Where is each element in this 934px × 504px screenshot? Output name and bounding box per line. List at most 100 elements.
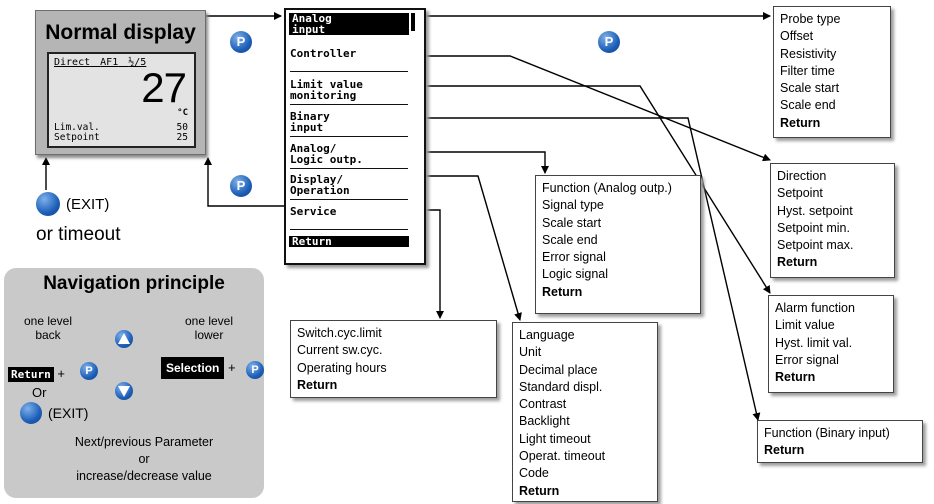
box-display-operation: Language Unit Decimal place Standard dis… (512, 322, 658, 502)
param-item[interactable]: Hyst. limit val. (775, 335, 853, 350)
nav-back-line2: back (35, 328, 61, 342)
param-item[interactable]: Setpoint max. (777, 238, 854, 253)
param-item[interactable]: Filter time (780, 63, 835, 78)
up-button-icon[interactable] (115, 330, 133, 348)
param-item[interactable]: Scale end (780, 98, 836, 113)
param-item[interactable]: Light timeout (519, 431, 591, 446)
param-item[interactable]: Error signal (542, 250, 606, 265)
nav-title: Navigation principle (43, 273, 225, 294)
nav-or: Or (32, 385, 47, 400)
menu-divider (290, 199, 408, 200)
normal-display-panel: Normal display Direct AF1 ½/5 27 °C Lim.… (35, 10, 206, 155)
param-item[interactable]: Function (Binary input) (764, 426, 890, 440)
nav-foot-line1: Next/previous Parameter (74, 435, 214, 449)
param-item[interactable]: Code (519, 466, 549, 481)
p-button-enter[interactable]: P (230, 31, 252, 53)
menu-item-binary-input[interactable]: Binary input (290, 110, 330, 134)
timeout-label: or timeout (36, 224, 121, 245)
screen-status-line: Direct AF1 ½/5 (54, 57, 146, 68)
param-item[interactable]: Scale start (542, 215, 602, 230)
param-item[interactable]: Alarm function (775, 301, 855, 315)
screen-sp-value: 25 (176, 132, 188, 143)
menu-scrollbar[interactable] (411, 13, 415, 31)
p-button-return[interactable]: P (230, 175, 252, 197)
screen-lim-label: Lim.val. (54, 122, 100, 133)
device-screen: Direct AF1 ½/5 27 °C Lim.val. 50 Setpoin… (47, 52, 196, 148)
box-limit-value: Alarm function Limit value Hyst. limit v… (768, 295, 894, 393)
param-item[interactable]: Standard displ. (519, 379, 603, 394)
menu-divider (290, 229, 408, 230)
down-button-icon[interactable] (115, 382, 133, 400)
param-item[interactable]: Decimal place (519, 362, 598, 377)
param-item[interactable]: Operat. timeout (519, 449, 606, 464)
screen-icon-text: ½/5 (128, 57, 147, 68)
selection-key[interactable]: Selection (161, 357, 225, 379)
nav-exit-label: (EXIT) (48, 405, 89, 421)
normal-display-title: Normal display (45, 21, 196, 44)
param-item[interactable]: Switch.cyc.limit (297, 326, 382, 340)
param-item[interactable]: Function (Analog outp.) (542, 181, 672, 195)
param-item[interactable]: Resistivity (780, 46, 837, 61)
nav-foot-line3: increase/decrease value (76, 469, 212, 483)
menu-item-controller[interactable]: Controller (290, 47, 357, 60)
param-item[interactable]: Hyst. setpoint (777, 203, 853, 218)
param-item[interactable]: Logic signal (542, 267, 609, 282)
param-item[interactable]: Error signal (775, 352, 839, 367)
box-analog-output: Function (Analog outp.) Signal type Scal… (535, 175, 701, 314)
nav-lower-line2: lower (194, 328, 224, 342)
param-item[interactable]: Limit value (775, 318, 835, 333)
navigation-principle-panel: Navigation principle one level back one … (4, 268, 264, 498)
menu-item-return[interactable]: Return (289, 236, 409, 247)
return-item[interactable]: Return (519, 483, 560, 498)
menu-divider (290, 136, 408, 137)
menu-item-display-operation[interactable]: Display/ Operation (290, 173, 350, 197)
nav-footer: Next/previous Parameter or increase/decr… (44, 434, 244, 485)
screen-sp-label: Setpoint (54, 132, 100, 143)
param-item[interactable]: Language (519, 328, 575, 342)
param-item[interactable]: Setpoint min. (777, 220, 850, 235)
return-item[interactable]: Return (542, 284, 583, 299)
menu-item-analog-logic-outp[interactable]: Analog/ Logic outp. (290, 142, 363, 166)
plus-sign: + (227, 360, 236, 375)
return-item[interactable]: Return (764, 443, 805, 458)
param-item[interactable]: Current sw.cyc. (297, 343, 383, 358)
nav-lower-line1: one level (184, 314, 234, 328)
param-item[interactable]: Backlight (519, 414, 570, 429)
menu-item-analog-input[interactable]: Analog input (289, 13, 409, 35)
param-item[interactable]: Unit (519, 345, 542, 360)
menu-divider (290, 168, 408, 169)
param-item[interactable]: Probe type (780, 12, 841, 26)
nav-back-line1: one level (23, 314, 73, 328)
p-button-analog[interactable]: P (598, 31, 620, 53)
param-item[interactable]: Offset (780, 29, 814, 44)
param-item[interactable]: Scale start (780, 81, 840, 96)
menu-divider (290, 71, 408, 72)
return-item[interactable]: Return (780, 115, 821, 130)
return-item[interactable]: Return (775, 370, 816, 385)
nav-lower-label: one level lower (174, 314, 244, 342)
param-item[interactable]: Direction (777, 169, 827, 183)
param-item[interactable]: Operating hours (297, 360, 387, 375)
exit-button-icon-nav[interactable] (20, 402, 42, 424)
exit-button-icon[interactable] (36, 192, 60, 216)
nav-return-row: Return + (8, 366, 65, 382)
param-item[interactable]: Setpoint (777, 186, 823, 201)
p-button-nav-back[interactable]: P (80, 362, 98, 380)
return-key[interactable]: Return (8, 367, 54, 382)
screen-mode: Direct (54, 57, 91, 68)
box-analog-input: Probe type Offset Resistivity Filter tim… (773, 6, 891, 138)
param-item[interactable]: Contrast (519, 397, 567, 412)
screen-unit: °C (177, 108, 188, 118)
menu-item-limit-value[interactable]: Limit value monitoring (290, 78, 363, 102)
p-button-nav-lower[interactable]: P (246, 361, 264, 379)
param-item[interactable]: Scale end (542, 232, 598, 247)
param-item[interactable]: Signal type (542, 198, 604, 213)
screen-af: AF1 (100, 57, 119, 68)
exit-label: (EXIT) (66, 196, 110, 213)
screen-value: 27 (141, 64, 187, 111)
return-item[interactable]: Return (777, 255, 818, 270)
nav-foot-line2: or (138, 452, 150, 466)
menu-item-service[interactable]: Service (290, 205, 337, 218)
box-binary-input: Function (Binary input) Return (757, 420, 923, 463)
return-item[interactable]: Return (297, 377, 338, 392)
